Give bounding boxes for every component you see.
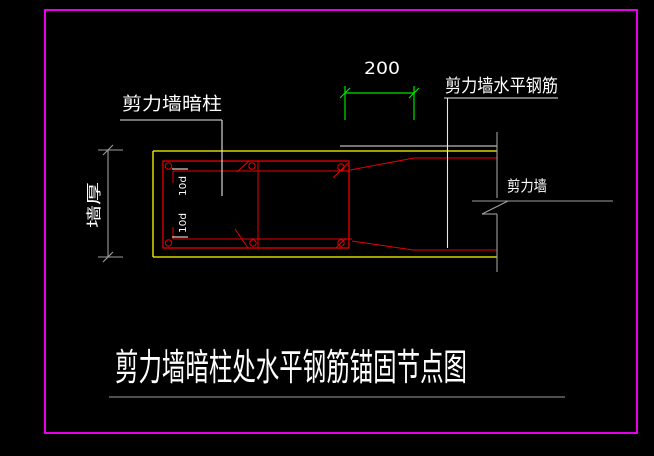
horizontal-rebar-label: 剪力墙水平钢筋 [445, 76, 558, 97]
shear-wall-label: 剪力墙 [507, 177, 547, 195]
hidden-column-label: 剪力墙暗柱 [122, 94, 222, 115]
wall-thickness-dimension: 墙厚 [85, 144, 123, 263]
hook-length-marks: 10d 10d [172, 168, 189, 238]
column-stirrup [162, 160, 350, 249]
drawing-title: 剪力墙暗柱处水平钢筋锚固节点图 [115, 346, 467, 389]
hook-bottom-label: 10d [178, 213, 189, 233]
rebar-dot [337, 239, 345, 247]
wall-outline [152, 145, 497, 258]
horizontal-rebar-callout: 剪力墙水平钢筋 [444, 76, 558, 248]
dimension-200: 200 [339, 59, 420, 120]
rebar-dot [249, 239, 257, 247]
rebar-dot [337, 163, 345, 171]
hidden-column-callout: 剪力墙暗柱 [120, 94, 223, 196]
viewport-border [44, 9, 638, 434]
rebar-dot [164, 162, 173, 170]
dimension-200-value: 200 [364, 59, 400, 79]
drawing-title-block: 剪力墙暗柱处水平钢筋锚固节点图 [109, 346, 565, 398]
hook-top-label: 10d [178, 176, 189, 196]
rebar-dot [248, 162, 256, 170]
rebar-dot [164, 239, 173, 247]
horizontal-rebar-lines [172, 157, 497, 251]
wall-thickness-label: 墙厚 [85, 182, 103, 228]
break-line: 剪力墙 [472, 132, 613, 272]
